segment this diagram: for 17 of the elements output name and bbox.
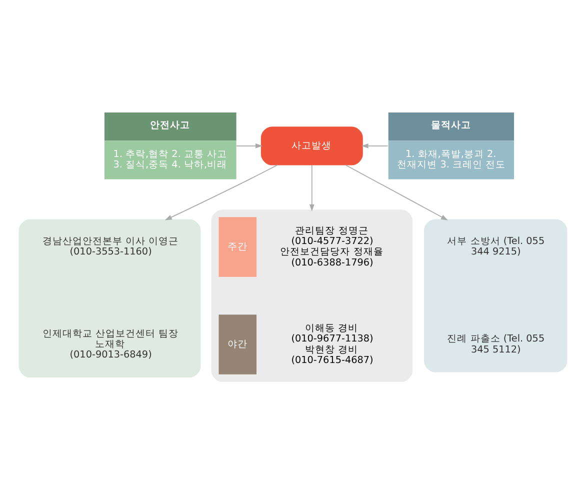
node-text: 서부 소방서 (Tel. 055 344 9215) — [447, 236, 545, 258]
node-label: 이해동 경비 (010-9677-1138) 박현창 경비 (010-7615-4687) — [291, 323, 374, 366]
arrow — [164, 164, 278, 220]
node-box: 사고발생 — [260, 126, 363, 166]
cluster — [211, 210, 413, 382]
arrow — [345, 164, 448, 220]
node-label: 관리팀장 정명근 (010-4577-3722) 안전보건담당자 정재율 (010-6388-1796) — [280, 226, 384, 268]
node-text: 인제대학교 산업보건센터 팀장 노재학 (010-9013-6849) — [42, 328, 179, 361]
cluster — [18, 219, 201, 378]
node-text: 경남산업안전본부 이사 이영근 (010-3553-1160) — [42, 236, 179, 258]
arrow — [309, 164, 314, 212]
node-box: 주간 — [218, 217, 257, 277]
cluster — [424, 219, 568, 372]
node-text: 진례 파출소 (Tel. 055 345 5112) — [447, 334, 545, 356]
arrow — [361, 143, 388, 148]
node-text: 야간 — [228, 339, 248, 350]
arrow — [236, 143, 263, 148]
